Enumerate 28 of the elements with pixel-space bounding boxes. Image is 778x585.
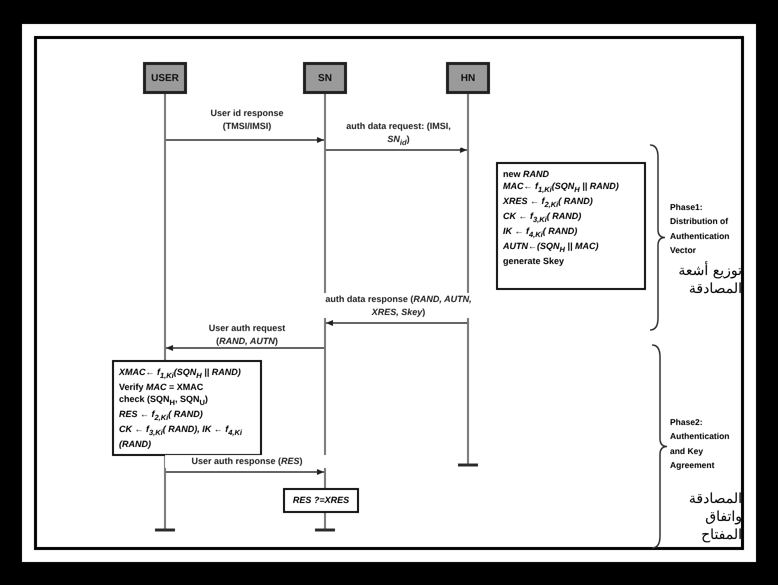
comparison-box: RES ?=XRES (283, 488, 359, 513)
message-arrow (326, 147, 467, 153)
formula-text: new RAND (503, 168, 550, 180)
phase-caption: Phase2: Authentication and Key Agreement (670, 416, 730, 472)
formula-text: check (SQN$_{H}$, SQN$_{U}$) (119, 393, 209, 408)
formula-text: Verify MAC = XMAC (119, 380, 204, 394)
formula-text: MAC← f$_{1,Ki}$(SQN$_{H}$ || RAND) (503, 180, 620, 196)
participant-box: SN (303, 62, 347, 94)
message-arrow (326, 320, 467, 326)
participant-box: HN (446, 62, 490, 94)
phase-caption-arabic: توزيع أشعة المصادقة (677, 262, 742, 298)
formula-text: generate Skey (503, 254, 566, 267)
participant-box: USER (143, 62, 187, 94)
formula-text: XRES ← f$_{2,Ki}$( RAND) (503, 195, 594, 210)
message-arrow (166, 469, 324, 475)
formula-text: IK ← f$_{4,Ki}$( RAND) (503, 224, 578, 240)
formula-text: RES ← f$_{2,Ki}$( RAND) (119, 408, 204, 423)
message-arrow (166, 137, 324, 143)
computation-box (496, 162, 646, 290)
formula-text: XMAC← f$_{1,Ki}$(SQN$_{H}$ || RAND) (119, 366, 242, 381)
computation-box (112, 360, 262, 456)
message-arrow (166, 345, 324, 351)
formula-text: CK ← f$_{3,Ki}$( RAND) (503, 210, 582, 225)
formula-text: AUTN←(SQN$_{H}$ || MAC) (503, 240, 600, 255)
message-label: User auth response (RES) (165, 455, 329, 468)
phase-caption-arabic: المصادقة واتفاق المفتاح (688, 490, 742, 545)
phase-caption: Phase1: Distribution of Authentication Vector (670, 201, 730, 258)
formula-text: CK ← f$_{3,Ki}$( RAND), IK ← f$_{4,Ki}$ (RAND) (119, 422, 244, 450)
